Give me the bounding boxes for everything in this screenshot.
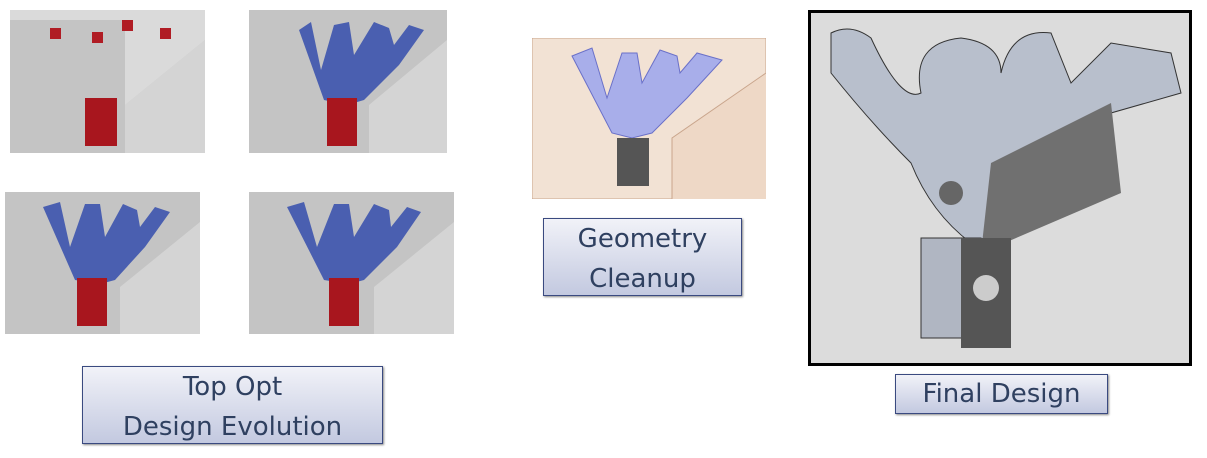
final-design-image <box>808 10 1192 366</box>
geometry-cleanup-image <box>532 38 766 199</box>
topopt-iteration-1-image <box>10 10 205 153</box>
topopt-iteration-3-image <box>5 192 200 334</box>
final-design-label: Final Design <box>895 374 1108 414</box>
label-line: Geometry <box>577 224 708 254</box>
topopt-iteration-2-image <box>249 10 447 153</box>
geometry-cleanup-label: Geometry Cleanup <box>543 218 742 296</box>
topopt-iteration-4-image <box>249 192 454 334</box>
label-line: Final Design <box>922 379 1081 409</box>
top-opt-design-evolution-label: Top Opt Design Evolution <box>82 366 383 444</box>
label-line: Top Opt <box>182 372 283 402</box>
label-line: Cleanup <box>589 264 696 294</box>
label-line: Design Evolution <box>122 412 343 442</box>
